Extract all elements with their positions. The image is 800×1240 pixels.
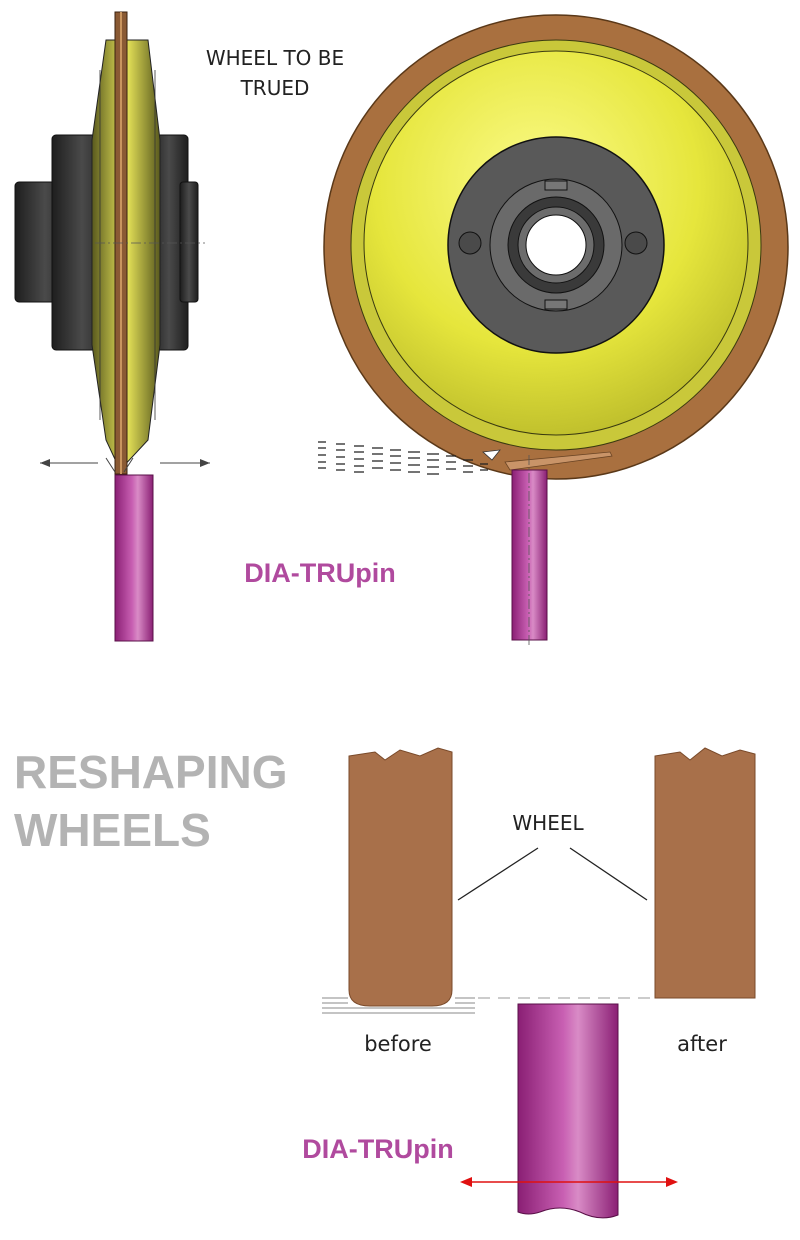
before-debris (322, 997, 475, 1014)
truing-pin-bottom (517, 1003, 619, 1219)
wheel-after (654, 747, 756, 999)
wheel-label: WHEEL (512, 811, 584, 835)
leader-line-before (457, 847, 539, 901)
wheel-to-be-trued-label-1: WHEEL TO BE (206, 46, 344, 70)
pin-label-bottom: DIA-TRUpin (302, 1134, 453, 1164)
side-hub-right-flange (179, 181, 199, 303)
after-label: after (677, 1032, 727, 1056)
truing-pin-front (511, 469, 548, 641)
truing-pin-side (114, 474, 154, 642)
wheel-side-view (14, 11, 205, 475)
leader-line-after (569, 847, 648, 901)
heading-line-1: RESHAPING (14, 746, 287, 798)
wheel-before (348, 747, 453, 1007)
side-travel-arrows (40, 459, 210, 467)
heading-line-2: WHEELS (14, 804, 211, 856)
wheel-to-be-trued-label-2: TRUED (240, 76, 310, 100)
pin-label-top: DIA-TRUpin (244, 558, 395, 588)
truing-debris (318, 441, 488, 475)
before-label: before (364, 1032, 432, 1056)
front-bore (525, 214, 587, 276)
wheel-front-view (323, 14, 789, 480)
double-arrow-icon (460, 1177, 678, 1187)
